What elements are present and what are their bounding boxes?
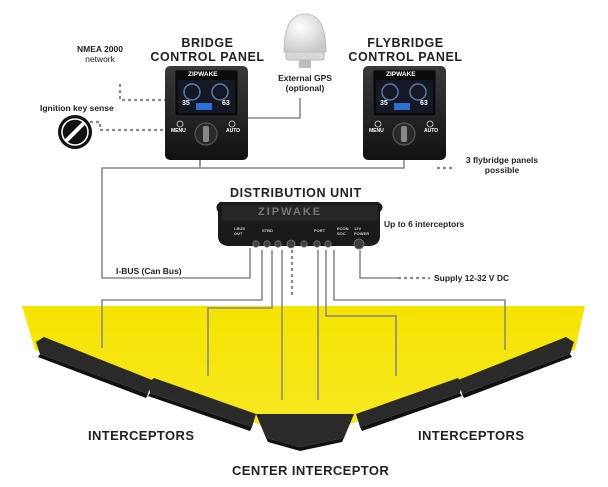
bridge-title-line2: CONTROL PANEL [150, 50, 265, 64]
dist-port-ibus: I-BUS OUT [234, 226, 245, 236]
dist-port-stbd: STBD [262, 228, 273, 233]
bridge-panel-trim: 63 [222, 100, 230, 107]
interceptor-left-outer [36, 337, 152, 398]
flybridge-note: 3 flybridge panels possible [459, 155, 545, 175]
dashed-wiring [90, 84, 455, 296]
flybridge-title-line2: CONTROL PANEL [348, 50, 463, 64]
ibus-label: I-BUS (Can Bus) [116, 266, 182, 276]
flybridge-note-line1: 3 flybridge panels [465, 155, 539, 165]
flybridge-panel-speed: 35 [380, 100, 388, 107]
nmea-label: NMEA 2000 network [70, 44, 130, 64]
interceptor-center [256, 414, 354, 451]
flybridge-panel-auto: AUTO [424, 128, 439, 134]
flybridge-control-panel [363, 66, 446, 160]
gps-line2: (optional) [285, 83, 325, 93]
gps-label: External GPS (optional) [268, 73, 342, 93]
bridge-title: BRIDGE CONTROL PANEL [140, 36, 275, 64]
bridge-panel-speed: 35 [182, 100, 190, 107]
distribution-unit-title: DISTRIBUTION UNIT [230, 186, 362, 200]
nmea-line2: network [85, 54, 115, 64]
bridge-panel-auto: AUTO [226, 128, 241, 134]
distribution-brand: ZIPWAKE [258, 206, 323, 218]
flybridge-title: FLYBRIDGE CONTROL PANEL [338, 36, 473, 64]
interceptor-right-outer [458, 337, 574, 398]
flybridge-panel-menu: MENU [369, 128, 384, 134]
bridge-control-panel [165, 66, 248, 160]
nmea-line1: NMEA 2000 [77, 44, 123, 54]
flybridge-title-line1: FLYBRIDGE [367, 36, 444, 50]
supply-label: Supply 12-32 V DC [434, 273, 510, 283]
distribution-unit [216, 202, 383, 250]
flybridge-panel-trim: 63 [420, 100, 428, 107]
up-to-label: Up to 6 interceptors [384, 219, 465, 229]
bridge-panel-brand: ZIPWAKE [188, 71, 218, 78]
wiring [101, 58, 506, 400]
interceptor-left-inner [148, 378, 256, 431]
dist-port-econ: ECON SOC [337, 226, 349, 236]
ignition-label: Ignition key sense [40, 103, 114, 113]
bridge-panel-menu: MENU [171, 128, 186, 134]
flybridge-panel-brand: ZIPWAKE [386, 71, 416, 78]
dist-port-power: 12V POWER [354, 226, 370, 236]
dist-port-port: PORT [314, 228, 326, 233]
flybridge-note-line2: possible [484, 165, 520, 175]
ignition-key-icon [58, 115, 92, 149]
center-interceptor-label: CENTER INTERCEPTOR [232, 463, 390, 478]
hull-area [22, 306, 585, 440]
interceptors-right-label: INTERCEPTORS [418, 428, 525, 443]
interceptor-right-inner [356, 378, 462, 431]
gps-antenna [283, 13, 327, 68]
bridge-title-line1: BRIDGE [181, 36, 234, 50]
interceptors-left-label: INTERCEPTORS [88, 428, 195, 443]
gps-line1: External GPS [278, 73, 332, 83]
